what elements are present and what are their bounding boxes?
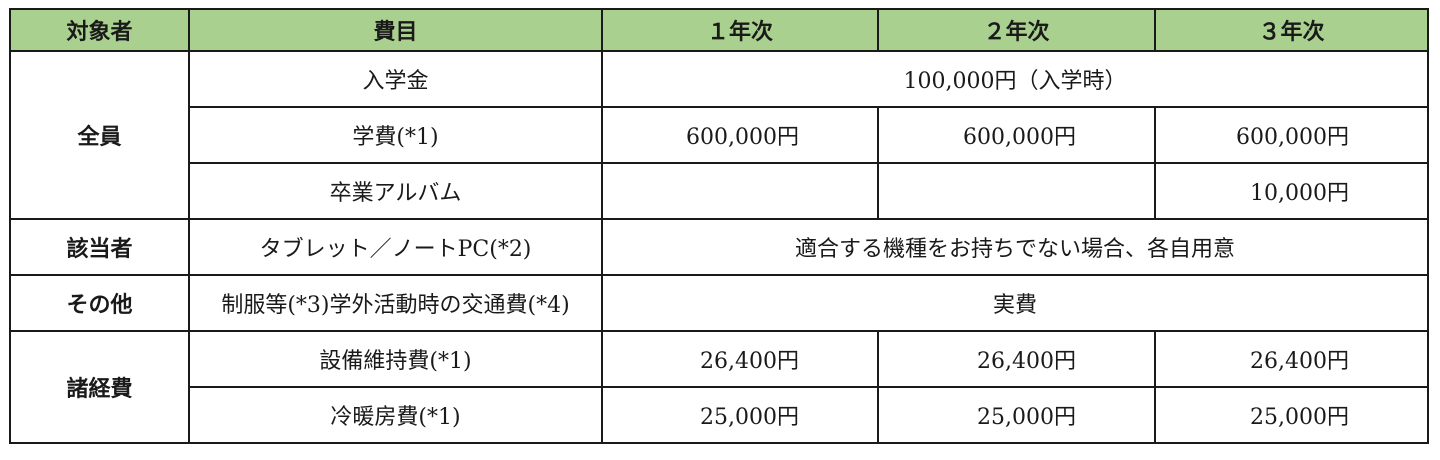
item-facility: 設備維持費(*1) — [188, 330, 603, 388]
header-year2: ２年次 — [877, 8, 1156, 52]
fee-table: 対象者 費目 １年次 ２年次 ３年次 全員 入学金 100,000円（入学時） … — [9, 8, 1429, 444]
header-target: 対象者 — [9, 8, 190, 52]
facility-year2: 26,400円 — [877, 330, 1156, 388]
row-facility: 諸経費 設備維持費(*1) 26,400円 26,400円 26,400円 — [9, 330, 1429, 444]
header-year1: １年次 — [601, 8, 879, 52]
header-year3: ３年次 — [1154, 8, 1429, 52]
group-other: その他 — [9, 274, 190, 332]
item-admission: 入学金 — [188, 50, 603, 108]
row-tuition: 学費(*1) 600,000円 600,000円 600,000円 — [10, 106, 1429, 164]
group-misc: 諸経費 — [9, 330, 190, 444]
aircon-year1: 25,000円 — [601, 386, 879, 444]
row-album: 卒業アルバム 10,000円 — [10, 162, 1429, 220]
tuition-year3: 600,000円 — [1154, 106, 1429, 164]
aircon-year3: 25,000円 — [1154, 386, 1429, 444]
aircon-year2: 25,000円 — [877, 386, 1156, 444]
item-aircon: 冷暖房費(*1) — [188, 386, 603, 444]
header-item: 費目 — [188, 8, 603, 52]
item-album: 卒業アルバム — [188, 162, 603, 220]
device-value: 適合する機種をお持ちでない場合、各自用意 — [601, 218, 1429, 276]
item-tuition: 学費(*1) — [188, 106, 603, 164]
tuition-year2: 600,000円 — [877, 106, 1156, 164]
row-admission: 全員 入学金 100,000円（入学時） — [9, 50, 1429, 220]
item-uniform: 制服等(*3)学外活動時の交通費(*4) — [188, 274, 603, 332]
album-year3: 10,000円 — [1154, 162, 1429, 220]
group-all: 全員 — [9, 50, 190, 220]
facility-year1: 26,400円 — [601, 330, 879, 388]
tuition-year1: 600,000円 — [601, 106, 879, 164]
header-row: 対象者 費目 １年次 ２年次 ３年次 — [9, 8, 1429, 52]
facility-year3: 26,400円 — [1154, 330, 1429, 388]
row-uniform: その他 制服等(*3)学外活動時の交通費(*4) 実費 — [9, 274, 1429, 332]
group-applicable: 該当者 — [9, 218, 190, 276]
row-aircon: 冷暖房費(*1) 25,000円 25,000円 25,000円 — [10, 386, 1429, 444]
row-device: 該当者 タブレット／ノートPC(*2) 適合する機種をお持ちでない場合、各自用意 — [9, 218, 1429, 276]
album-year2 — [877, 162, 1156, 220]
uniform-value: 実費 — [601, 274, 1429, 332]
item-device: タブレット／ノートPC(*2) — [188, 218, 603, 276]
admission-value: 100,000円（入学時） — [601, 50, 1429, 108]
album-year1 — [601, 162, 879, 220]
